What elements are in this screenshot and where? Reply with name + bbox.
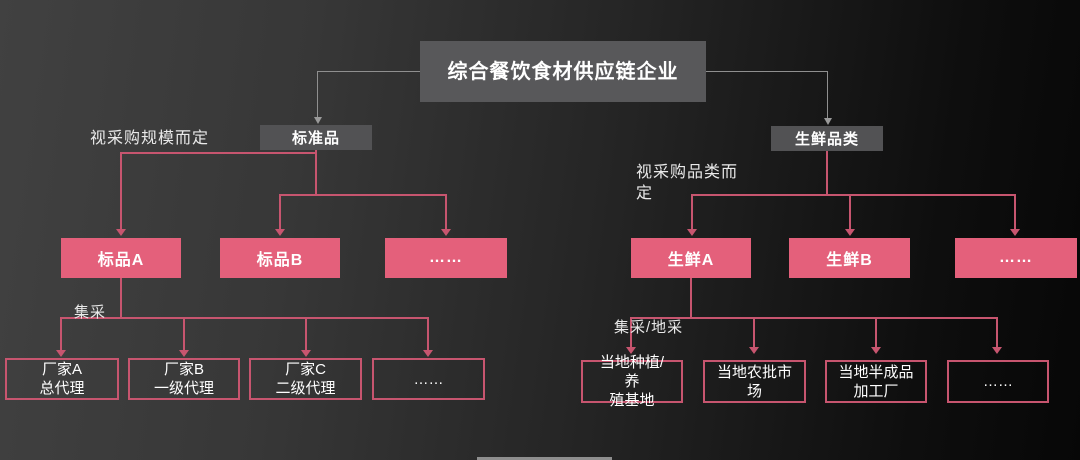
connector-to-std-etc [445,194,447,229]
supplier-node-factory-b: 厂家B 一级代理 [128,358,240,400]
branch-node-label: 生鲜品类 [794,131,859,148]
child-node-label: 生鲜B [826,252,873,269]
arrow-down-icon [275,229,285,236]
child-node-label: 生鲜A [667,252,715,269]
child-node-label: …… [429,249,463,266]
connector-root-to-standard-v [317,71,318,118]
arrow-down-icon [845,229,855,236]
child-node-standard-etc: …… [385,238,507,278]
bottom-partial-bar [477,457,612,460]
connector-to-std-b [279,194,281,229]
child-node-fresh-etc: …… [955,238,1077,278]
connector-to-fresh-b [849,194,851,229]
arrow-down-icon [1010,229,1020,236]
child-node-fresh-b: 生鲜B [789,238,910,278]
supplier-label-line: 厂家A [41,361,82,378]
branch-node-label: 标准品 [291,130,340,147]
note-centralized-local-procurement: 集采/地采 [614,319,684,336]
connector-standard-suppliers-h [60,317,429,319]
supplier-node-factory-c: 厂家C 二级代理 [249,358,362,400]
supplier-label-line: 当地种植/ [599,354,665,371]
connector-standard-lower-h [279,194,447,196]
root-node-label: 综合餐饮食材供应链企业 [447,60,679,83]
connector-to-fresh-supplier-2 [753,319,755,347]
note-fresh-line2: 定 [636,185,654,202]
supplier-label-line: 总代理 [39,380,85,397]
supplier-node-standard-etc: …… [372,358,485,400]
arrow-down-icon [179,350,189,357]
connector-to-std-a [120,152,122,229]
supplier-node-fresh-etc: …… [947,360,1049,403]
supplier-label-line: 厂家B [163,361,204,378]
supplier-label-line: 场 [746,382,762,400]
child-node-label: …… [999,249,1033,266]
arrow-down-icon [441,229,451,236]
connector-root-to-fresh-v [827,71,828,119]
connector-to-fresh-a [691,194,693,229]
supplier-label-line: 殖基地 [609,392,655,409]
connector-to-supplier-4 [427,319,429,350]
connector-to-supplier-2 [183,319,185,350]
supplier-label-line: …… [983,373,1013,390]
connector-to-fresh-etc [1014,194,1016,229]
child-node-label: 标品B [256,252,304,269]
note-fresh-branch: 视采购品类而 定 [636,162,738,204]
connector-std-a-stem [120,278,122,319]
supplier-label-line: 养 [624,373,640,390]
connector-standard-upper-h [120,152,317,154]
supplier-label-line: 厂家C [285,361,326,378]
connector-to-fresh-supplier-1 [630,319,632,347]
supplier-label-line: 当地半成品 [838,363,914,381]
child-node-standard-b: 标品B [220,238,340,278]
branch-node-fresh-goods: 生鲜品类 [771,126,883,151]
connector-fresh-suppliers-h [630,317,998,319]
child-node-fresh-a: 生鲜A [631,238,751,278]
arrow-down-icon [992,347,1002,354]
supplier-node-factory-a: 厂家A 总代理 [5,358,119,400]
connector-fresh-a-stem [690,278,692,319]
supplier-label-line: 一级代理 [153,380,214,397]
supplier-node-local-farm-base: 当地种植/ 养 殖基地 [581,354,683,409]
supplier-label-line: 当地农批市 [716,363,792,381]
note-fresh-line1: 视采购品类而 [636,164,739,181]
arrow-down-icon [116,229,126,236]
note-standard-branch: 视采购规模而定 [90,130,210,147]
connector-fresh-stem [826,151,828,195]
branch-node-standard-goods: 标准品 [260,125,372,150]
arrow-down-icon [301,350,311,357]
arrow-down-icon [626,347,636,354]
connector-to-fresh-supplier-3 [875,319,877,347]
connector-to-supplier-1 [60,319,62,350]
arrow-down-icon [749,347,759,354]
connector-to-fresh-supplier-4 [996,319,998,347]
connector-to-supplier-3 [305,319,307,350]
arrow-down-icon [871,347,881,354]
note-centralized-procurement: 集采 [74,304,107,321]
arrow-down-icon [423,350,433,357]
connector-fresh-h [691,194,1016,196]
arrow-down-icon [824,118,832,125]
connector-standard-stem [315,150,317,195]
supplier-node-local-semi-finished-plant: 当地半成品 加工厂 [825,360,927,403]
arrow-down-icon [314,117,322,124]
arrow-down-icon [56,350,66,357]
supplier-label-line: …… [413,370,444,388]
child-node-label: 标品A [97,252,145,269]
root-node-supply-chain-company: 综合餐饮食材供应链企业 [420,41,706,102]
supplier-label-line: 加工厂 [853,382,899,400]
connector-root-to-standard-h [318,71,420,72]
supplier-label-line: 二级代理 [275,380,336,397]
child-node-standard-a: 标品A [61,238,181,278]
supplier-node-local-wholesale-market: 当地农批市 场 [703,360,806,403]
connector-root-to-fresh-h [706,71,828,72]
arrow-down-icon [687,229,697,236]
